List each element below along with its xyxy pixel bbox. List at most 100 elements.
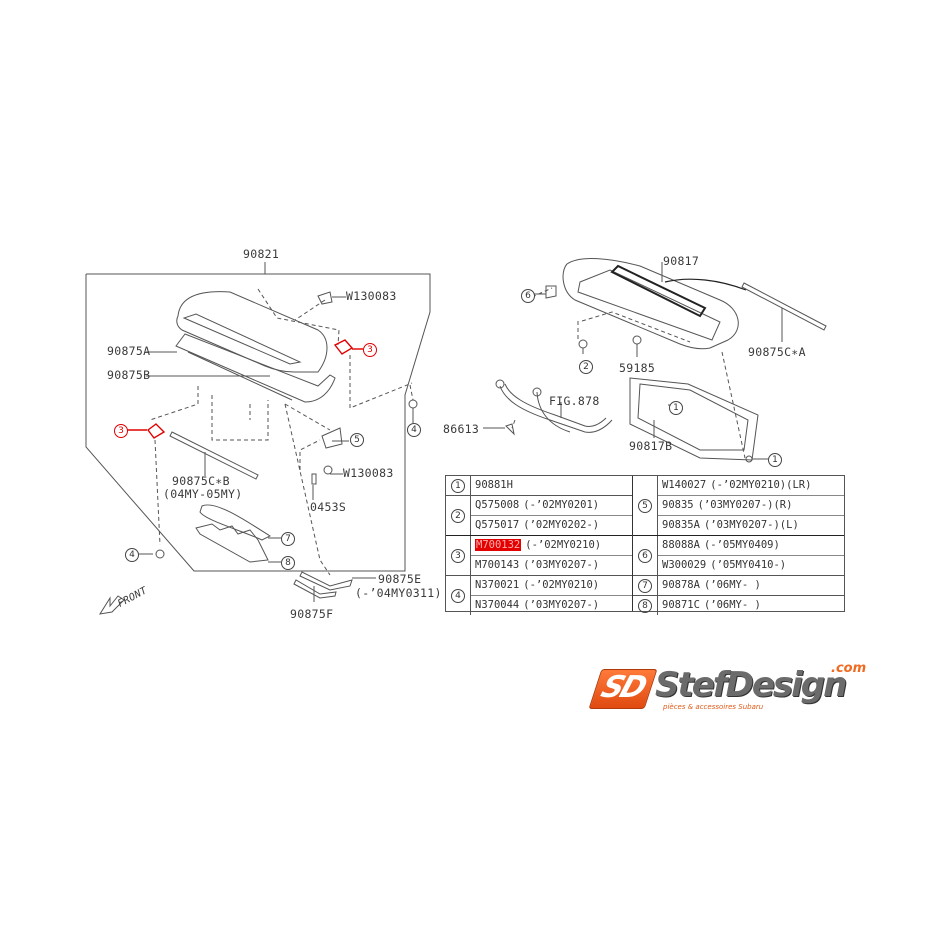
table-row: M700143(’03MY0207-) [471, 556, 632, 575]
callout-6-icon: 6 [521, 289, 535, 303]
part-number[interactable]: W300029 [662, 559, 707, 571]
part-label-w130083-bottom: W130083 [343, 466, 394, 480]
table-row: 90871C(’06MY- ) [658, 596, 844, 615]
assembly-label-90821: 90821 [243, 247, 280, 261]
part-label-90875a: 90875A [107, 344, 151, 358]
left-group-frame [85, 273, 431, 572]
callout-4-icon: 4 [451, 588, 465, 603]
logo-mark-icon: SD [588, 669, 658, 709]
part-applicability-note: (-’02MY0210) [525, 539, 602, 551]
part-label-90875e: 90875E [378, 572, 422, 586]
part-number[interactable]: 90881H [475, 479, 513, 491]
callout-7-icon: 7 [281, 532, 295, 546]
parts-group-number: 2 [446, 496, 471, 535]
part-label-90817: 90817 [663, 254, 700, 268]
part-label-90875f: 90875F [290, 607, 334, 621]
part-number[interactable]: N370021 [475, 579, 520, 591]
table-row: M700132(-’02MY0210) [471, 536, 632, 556]
part-number[interactable]: Q575008 [475, 499, 520, 511]
table-row: 90835(’03MY0207-)(R) [658, 496, 844, 516]
parts-group-number: 8 [633, 596, 658, 615]
part-label-90875c-b: 90875C∗B [172, 474, 230, 488]
part-applicability-note: (’06MY- ) [703, 599, 761, 611]
part-applicability-note: (-’02MY0201) [523, 499, 600, 511]
part-label-90875b: 90875B [107, 368, 151, 382]
part-number[interactable]: 90878A [662, 579, 700, 591]
callout-3-icon: 3 [451, 548, 465, 563]
parts-group-1: 1 90881H [446, 476, 632, 496]
part-label-0453s: 0453S [310, 500, 347, 514]
part-number[interactable]: 88088A [662, 539, 700, 551]
part-applicability-note: (-’02MY0210)(LR) [710, 479, 812, 491]
part-label-90817b: 90817B [629, 439, 673, 453]
part-label-86613: 86613 [443, 422, 480, 436]
parts-group-number: 1 [446, 476, 471, 495]
part-label-59185: 59185 [619, 361, 656, 375]
callout-3-icon: 3 [363, 343, 377, 357]
front-arrow-icon [98, 595, 125, 615]
table-row: 88088A(-’05MY0409) [658, 536, 844, 556]
callout-6-icon: 6 [638, 548, 652, 563]
table-row: W300029(’05MY0410-) [658, 556, 844, 575]
parts-group-number: 5 [633, 476, 658, 535]
logo-tld: .com [831, 661, 867, 676]
part-label-90875c-a: 90875C∗A [748, 345, 806, 359]
table-row: 90881H [471, 476, 632, 495]
part-label-90875e-note: (-’04MY0311) [355, 586, 442, 600]
callout-5-icon: 5 [638, 498, 652, 513]
parts-group-number: 4 [446, 576, 471, 615]
part-number[interactable]: N370044 [475, 599, 520, 611]
part-number[interactable]: 90871C [662, 599, 700, 611]
table-row: N370044(’03MY0207-) [471, 596, 632, 615]
callout-8-icon: 8 [638, 598, 652, 613]
logo-tagline: pièces & accessoires Subaru [663, 703, 764, 711]
part-number[interactable]: M700143 [475, 559, 520, 571]
part-label-w130083-top: W130083 [346, 289, 397, 303]
callout-2-icon: 2 [451, 508, 465, 523]
callout-3-icon: 3 [114, 424, 128, 438]
callout-2-icon: 2 [579, 360, 593, 374]
callout-4-icon: 4 [407, 423, 421, 437]
table-row: 90835A(’03MY0207-)(L) [658, 516, 844, 535]
part-number[interactable]: M700132 [475, 539, 522, 551]
part-applicability-note: (’06MY- ) [703, 579, 761, 591]
parts-group-6: 6 88088A(-’05MY0409)W300029(’05MY0410-) [633, 536, 844, 576]
callout-5-icon: 5 [350, 433, 364, 447]
parts-group-8: 8 90871C(’06MY- ) [633, 596, 844, 615]
parts-group-number: 7 [633, 576, 658, 595]
parts-group-number: 6 [633, 536, 658, 575]
callout-1-icon: 1 [669, 401, 683, 415]
table-row: Q575017(’02MY0202-) [471, 516, 632, 535]
part-applicability-note: (’02MY0202-) [523, 519, 600, 531]
part-applicability-note: (’03MY0207-) [523, 599, 600, 611]
part-applicability-note: (-’02MY0210) [523, 579, 600, 591]
table-row: Q575008(-’02MY0201) [471, 496, 632, 516]
table-row: N370021(-’02MY0210) [471, 576, 632, 596]
logo-brand-text: StefDesign [655, 665, 847, 705]
table-row: W140027(-’02MY0210)(LR) [658, 476, 844, 496]
parts-group-number: 3 [446, 536, 471, 575]
callout-4-icon: 4 [125, 548, 139, 562]
part-number[interactable]: 90835A [662, 519, 700, 531]
part-applicability-note: (’03MY0207-) [523, 559, 600, 571]
part-number[interactable]: W140027 [662, 479, 707, 491]
part-number[interactable]: Q575017 [475, 519, 520, 531]
part-applicability-note: (’03MY0207-)(L) [703, 519, 799, 531]
part-label-90875c-b-note: (04MY-05MY) [163, 487, 243, 501]
callout-8-icon: 8 [281, 556, 295, 570]
table-row: 90878A(’06MY- ) [658, 576, 844, 595]
part-label-fig878: FIG.878 [549, 394, 600, 408]
part-number[interactable]: 90835 [662, 499, 694, 511]
stefdesign-logo[interactable]: SD StefDesign .com pièces & accessoires … [588, 661, 866, 715]
callout-1-icon: 1 [451, 478, 465, 493]
callout-1-icon: 1 [768, 453, 782, 467]
part-applicability-note: (’03MY0207-)(R) [697, 499, 793, 511]
